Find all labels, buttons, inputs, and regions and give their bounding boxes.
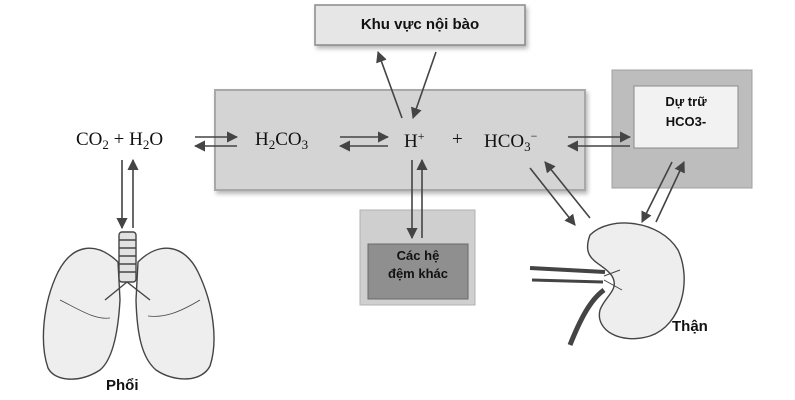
- equilibrium-arrows: [193, 131, 632, 152]
- kidney-label: Thận: [672, 318, 708, 335]
- intracellular-box: [314, 4, 526, 46]
- reserve-kidney-arrows: [641, 160, 685, 224]
- other-buffers-box-inner: [367, 243, 469, 300]
- intracellular-label: Khu vực nội bào: [360, 16, 480, 33]
- hydrogen-ion-formula: H+: [404, 129, 425, 152]
- lungs-illustration: [42, 231, 215, 380]
- h2co3-formula: H2CO3: [255, 129, 309, 152]
- kidney-arrows: [529, 161, 591, 226]
- lung-arrows: [116, 158, 139, 230]
- other-buffers-label-2: đệm khác: [388, 266, 448, 281]
- intracellular-arrows: [376, 50, 437, 120]
- reserve-label-2: HCO3-: [665, 114, 707, 129]
- buffer-arrows: [406, 158, 428, 240]
- other-buffers-label-1: Các hệ: [396, 248, 440, 263]
- kidney-illustration: [529, 222, 685, 346]
- main-reaction-box: [214, 89, 586, 191]
- co2-h2o-formula: CO2 + H2O: [76, 129, 164, 152]
- plus-sign: +: [452, 129, 463, 150]
- reserve-label-1: Dự trữ: [665, 94, 707, 109]
- lungs-label: Phổi: [106, 377, 139, 394]
- bicarbonate-formula: HCO3−: [484, 129, 538, 154]
- reserve-box-inner: [633, 85, 739, 149]
